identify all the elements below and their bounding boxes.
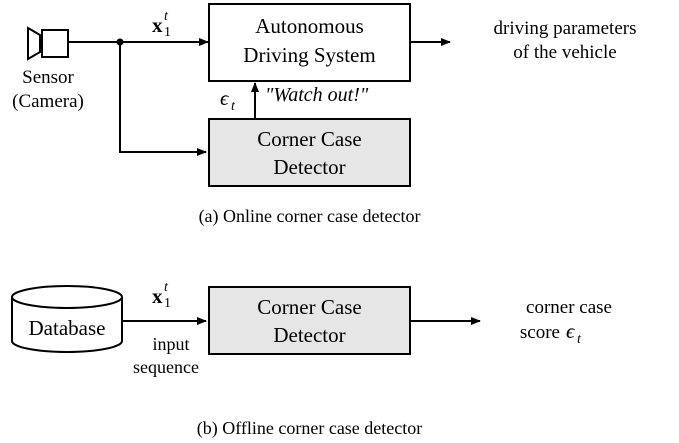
svg-text:t: t <box>164 9 169 24</box>
sensor-sublabel: (Camera) <box>12 91 84 112</box>
output-sublabel: of the vehicle <box>513 42 616 63</box>
score-label: corner case <box>526 297 612 318</box>
offline-detector-label: Corner Case <box>257 295 361 319</box>
svg-text:1: 1 <box>164 25 171 40</box>
svg-text:score: score <box>520 322 560 343</box>
detector-label: Corner Case <box>257 127 361 151</box>
database-icon <box>11 285 123 353</box>
svg-text:ϵ: ϵ <box>566 319 576 343</box>
svg-text:t: t <box>577 332 582 347</box>
svg-text:ϵ: ϵ <box>220 86 230 110</box>
epsilon-label: ϵ t <box>220 86 236 114</box>
input-label: input <box>152 334 189 354</box>
input-sublabel: sequence <box>133 357 199 377</box>
score-sublabel: score ϵ t <box>520 319 582 347</box>
database-label: Database <box>29 316 106 340</box>
arrow-to-detector <box>119 42 207 156</box>
online-diagram: Sensor (Camera) x t 1 Autonomous Driving… <box>12 3 637 227</box>
offline-detector-sublabel: Detector <box>273 323 345 347</box>
svg-text:1: 1 <box>164 296 171 311</box>
caption-online: (a) Online corner case detector <box>199 206 421 227</box>
svg-text:t: t <box>231 99 236 114</box>
output-label: driving parameters <box>494 18 637 39</box>
sensor-label: Sensor <box>22 67 74 88</box>
signal-label-offline: x t 1 <box>152 280 171 311</box>
svg-text:t: t <box>164 280 169 295</box>
camera-icon <box>27 26 69 61</box>
corner-case-detector-box <box>208 118 411 187</box>
signal-label-online: x t 1 <box>152 9 171 40</box>
caption-offline: (b) Offline corner case detector <box>197 418 423 439</box>
autonomous-driving-system-box <box>208 3 411 82</box>
svg-text:x: x <box>152 13 163 37</box>
warning-label: "Watch out!" <box>265 84 369 106</box>
detector-sublabel: Detector <box>273 155 345 179</box>
svg-text:x: x <box>152 284 163 308</box>
ads-label: Autonomous <box>255 14 364 38</box>
offline-diagram: Database x t 1 input sequence Corner Cas… <box>11 280 612 439</box>
ads-sublabel: Driving System <box>243 43 375 67</box>
